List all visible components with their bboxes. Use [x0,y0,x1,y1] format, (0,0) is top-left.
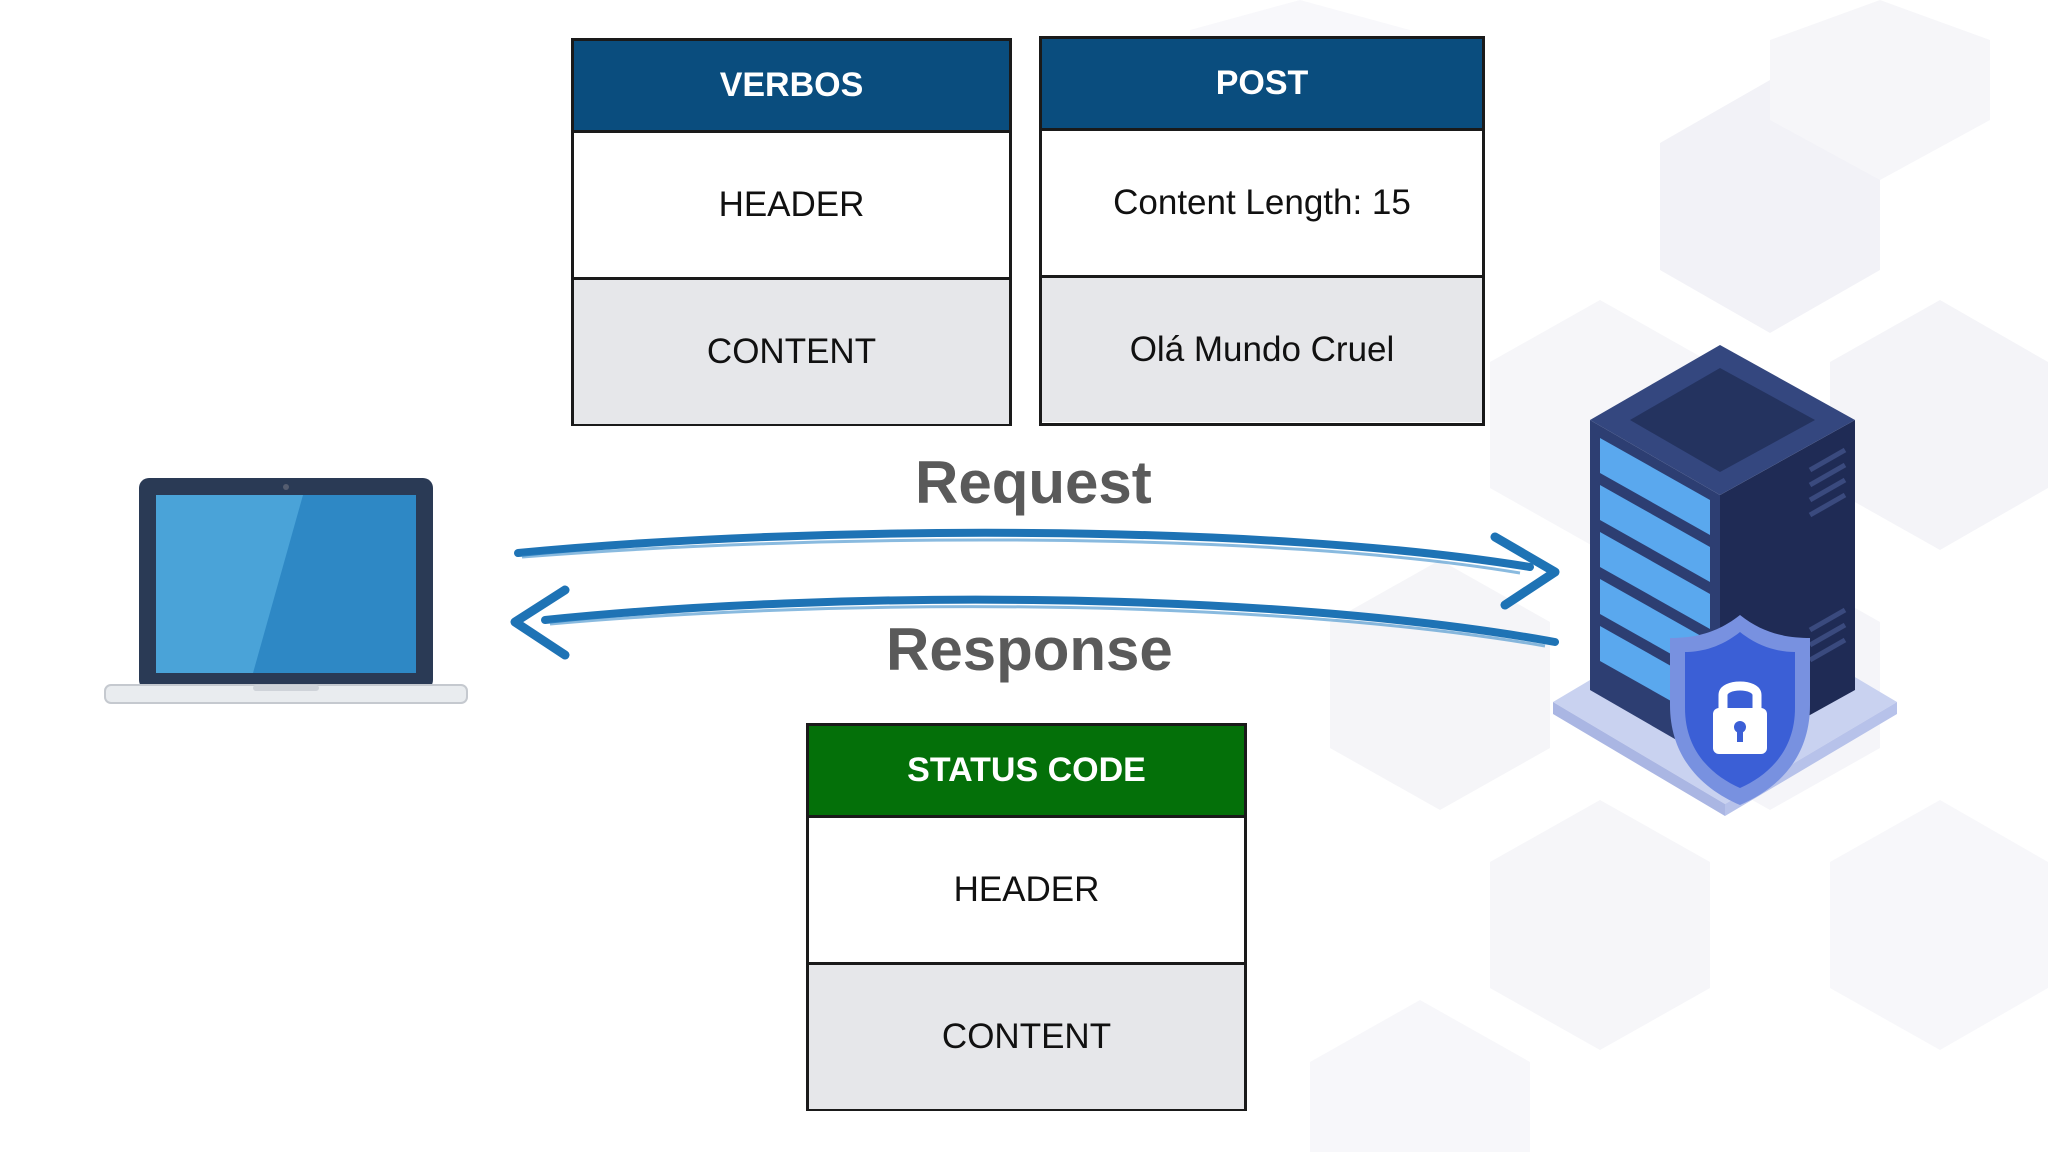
response-content-row: CONTENT [809,962,1244,1109]
request-arrow-icon [514,528,1560,610]
request-header-row: HEADER [574,130,1009,277]
response-status-code-header: STATUS CODE [809,726,1244,815]
post-body-row: Olá Mundo Cruel [1042,275,1482,422]
response-label: Response [886,616,1173,683]
response-arrow-icon [510,585,1559,660]
post-method-header: POST [1042,39,1482,128]
shield-lock-icon [1670,615,1810,805]
post-content-length-row: Content Length: 15 [1042,128,1482,275]
laptop-icon [104,478,468,704]
request-label: Request [915,449,1152,516]
request-message-table: VERBOS HEADER CONTENT [571,38,1012,426]
post-example-table: POST Content Length: 15 Olá Mundo Cruel [1039,36,1485,426]
request-content-row: CONTENT [574,277,1009,424]
response-header-row: HEADER [809,815,1244,962]
response-message-table: STATUS CODE HEADER CONTENT [806,723,1247,1111]
request-verbs-header: VERBOS [574,41,1009,130]
server-icon [1553,345,1897,816]
